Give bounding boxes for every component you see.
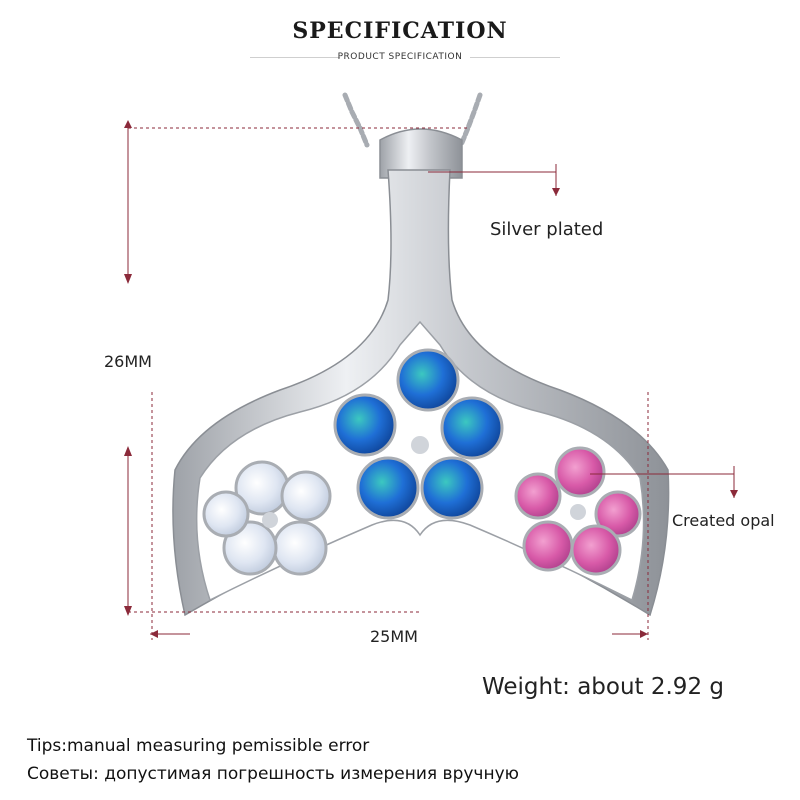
dimension-lines [127,127,735,640]
height-arrowhead-bottom [124,606,132,616]
silver-plated-label: Silver plated [490,219,604,240]
right-flower [514,446,642,576]
height-dimension-label: 26MM [104,352,152,371]
page-subtitle: PRODUCT SPECIFICATION [337,52,463,62]
height-arrowhead-top [124,120,132,128]
bail [379,128,463,179]
tip-english: Tips:manual measuring pemissible error [27,736,370,756]
created-opal-label: Created opal [672,511,775,530]
page-title: SPECIFICATION [292,18,508,44]
subtitle-rule-right [470,57,560,58]
tip-russian: Советы: допустимая погрешность измерения… [27,764,519,784]
weight-label: Weight: about 2.92 g [482,674,724,700]
left-flower [202,460,332,576]
width-dimension-label: 25MM [370,627,418,646]
width-arrowhead-left [150,630,158,638]
width-arrowhead-right [640,630,648,638]
subtitle-rule-left [250,57,340,58]
center-flower [333,348,504,520]
dimension-arrowheads [124,120,738,638]
chain [342,92,483,148]
